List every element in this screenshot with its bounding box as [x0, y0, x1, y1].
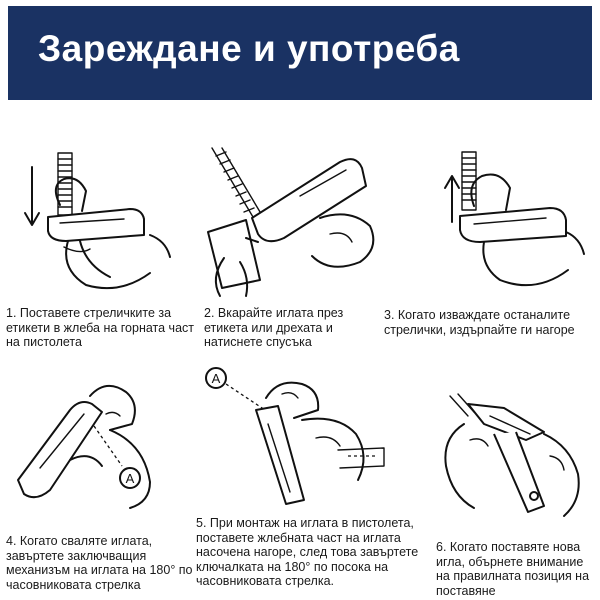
tag-gun-remove-fasteners-illustration — [440, 146, 590, 294]
step-1-caption: 1. Поставете стреличките за етикети в жл… — [6, 306, 194, 349]
step-2-caption: 2. Вкарайте иглата през етикета или дрех… — [204, 306, 344, 349]
new-needle-insert-illustration — [434, 384, 594, 524]
step-6-caption: 6. Когато поставяте нова игла, обърнете … — [436, 540, 590, 598]
marker-a-label: A — [212, 371, 221, 386]
step-5-caption: 5. При монтаж на иглата в пистолета, пос… — [196, 516, 419, 588]
step-3-caption: 3. Когато изваждате останалите стрелички… — [384, 308, 575, 337]
needle-mount-illustration: A — [198, 364, 398, 514]
tag-gun-loading-illustration — [20, 145, 180, 295]
marker-a-label: A — [126, 471, 135, 486]
needle-lock-rotate-illustration: A — [10, 370, 190, 510]
page-title: Зареждане и употреба — [38, 28, 460, 69]
title-banner: Зареждане и употреба — [8, 6, 592, 100]
step-4-caption: 4. Когато сваляте иглата, завъртете закл… — [6, 534, 193, 592]
tag-gun-insert-needle-illustration — [200, 138, 390, 298]
